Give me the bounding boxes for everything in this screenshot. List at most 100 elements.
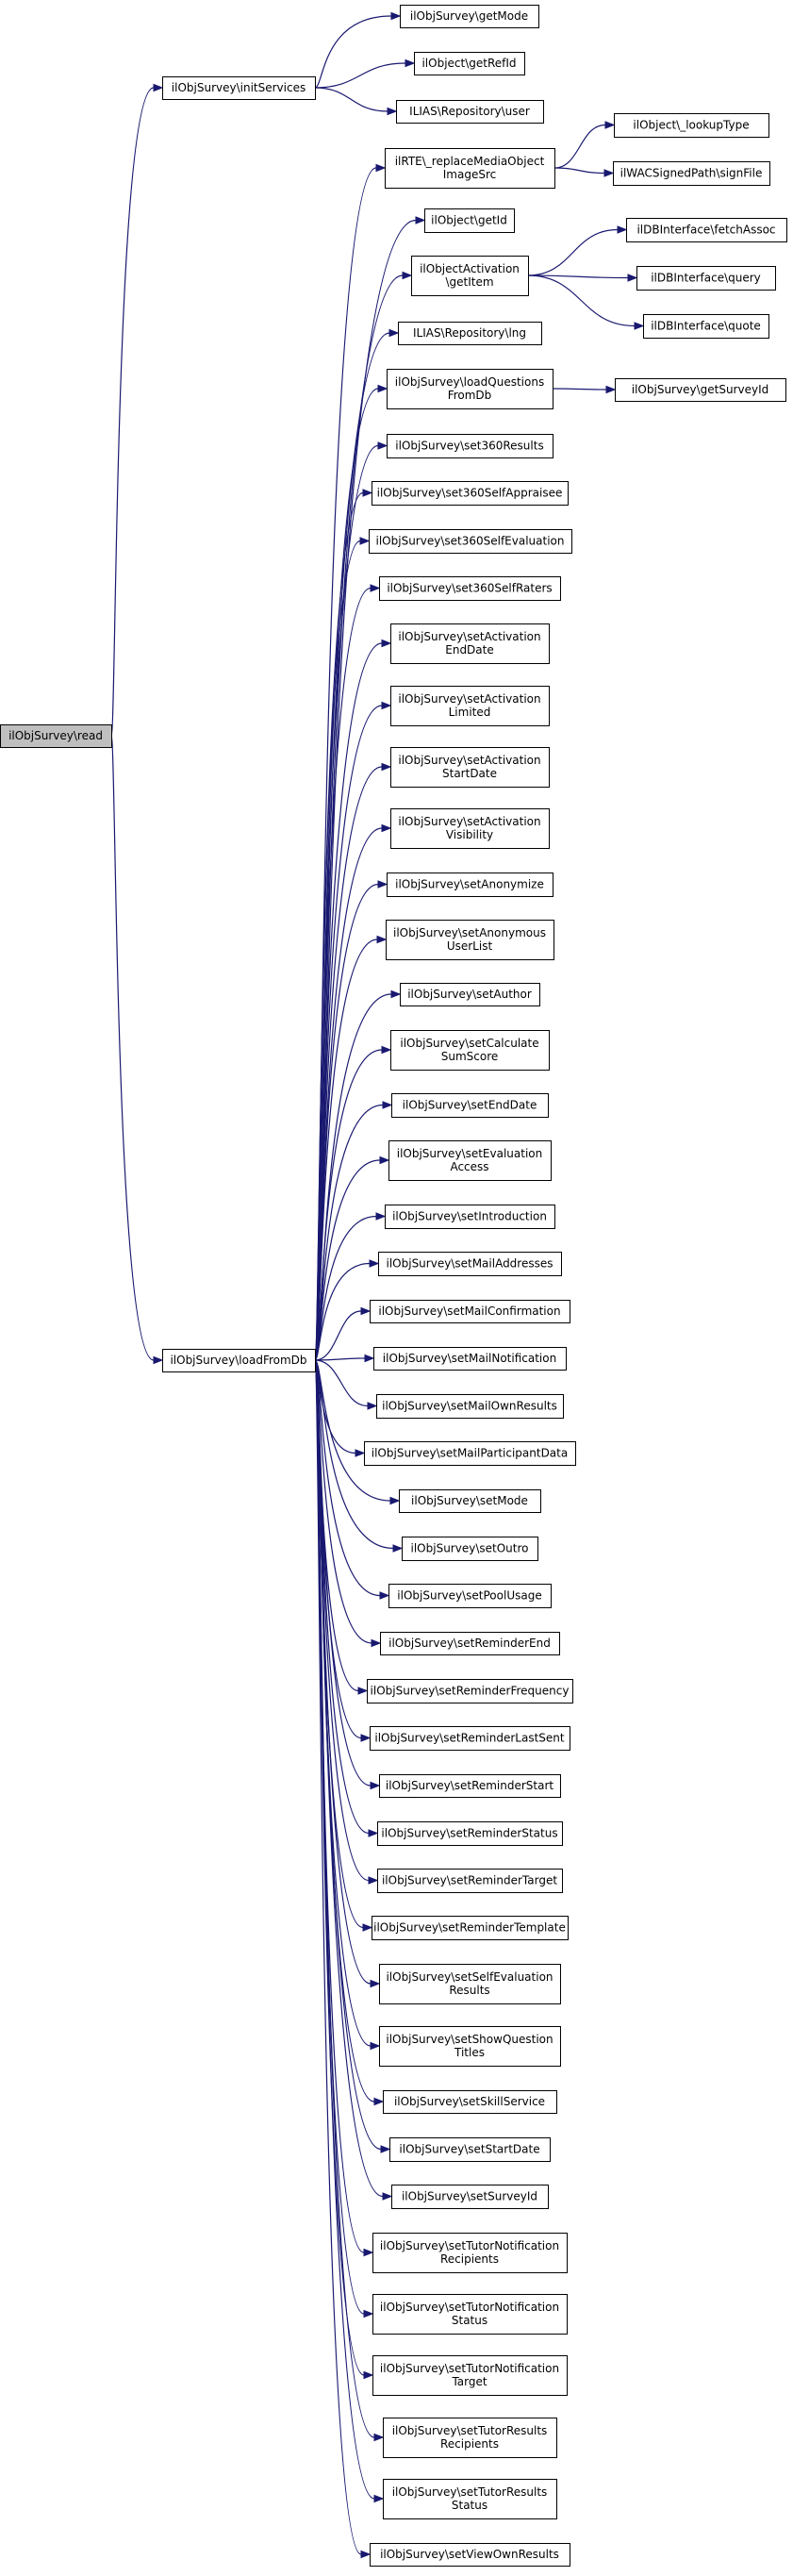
arrowhead-n5-n52 (363, 2248, 374, 2257)
node-ilobjsurvey-setreminderlastsent[interactable]: ilObjSurvey\setReminderLastSent (370, 1726, 570, 1751)
node-ilobjsurvey-setmailownresults[interactable]: ilObjSurvey\setMailOwnResults (376, 1394, 564, 1419)
node-box (414, 52, 525, 75)
node-label: ilObjSurvey\set360SelfRaters (387, 582, 552, 595)
node-ilobjsurvey-set360selfappraisee[interactable]: ilObjSurvey\set360SelfAppraisee (372, 481, 569, 506)
node-ilobjectactivation-getitem[interactable]: ilObjectActivation\getItem (411, 256, 529, 296)
node-ilobjsurvey-setremindertemplate[interactable]: ilObjSurvey\setReminderTemplate (372, 1916, 569, 1940)
node-label: ilObject\getRefId (421, 57, 516, 70)
node-ilobjsurvey-setreminderend[interactable]: ilObjSurvey\setReminderEnd (380, 1632, 560, 1655)
arrowhead-n5-n30 (379, 1155, 390, 1165)
node-ilobjsurvey-setsurveyid[interactable]: ilObjSurvey\setSurveyId (391, 2185, 549, 2209)
node-box (383, 2479, 557, 2519)
node-label: ilObjSurvey\setTutorNotification (380, 2301, 559, 2314)
arrowhead-n5-n28 (381, 1045, 392, 1055)
edge-n1-n4 (314, 87, 388, 112)
node-label: ilObjSurvey\setReminderStatus (381, 1827, 557, 1840)
node-label: ilObjSurvey\setTutorResults (392, 2424, 548, 2437)
node-ilobjsurvey-set360results[interactable]: ilObjSurvey\set360Results (387, 434, 553, 458)
node-ilobjsurvey-setremindertarget[interactable]: ilObjSurvey\setReminderTarget (377, 1869, 563, 1893)
node-label: UserList (447, 939, 493, 953)
node-ilobjsurvey-setpoolusage[interactable]: ilObjSurvey\setPoolUsage (388, 1584, 552, 1608)
node-ilobject-getrefid[interactable]: ilObject\getRefId (414, 52, 525, 75)
node-ilobjsurvey-read[interactable]: ilObjSurvey\read (0, 724, 112, 748)
node-ilobjsurvey-setmailaddresses[interactable]: ilObjSurvey\setMailAddresses (378, 1252, 562, 1276)
node-ilias-repository-lng[interactable]: ILIAS\Repository\lng (398, 322, 542, 345)
node-ilobjsurvey-setmailparticipantdata[interactable]: ilObjSurvey\setMailParticipantData (364, 1441, 576, 1466)
node-ilwacsignedpath-signfile[interactable]: ilWACSignedPath\signFile (613, 161, 770, 186)
node-ilobjsurvey-setmailnotification[interactable]: ilObjSurvey\setMailNotification (373, 1347, 567, 1371)
node-ilias-repository-user[interactable]: ILIAS\Repository\user (396, 100, 544, 124)
node-ilobjsurvey-setmailconfirmation[interactable]: ilObjSurvey\setMailConfirmation (370, 1300, 570, 1323)
arrowhead-n6-n8 (603, 169, 615, 177)
node-ilobjsurvey-settutornotificationrecipients[interactable]: ilObjSurvey\setTutorNotificationRecipien… (372, 2233, 568, 2273)
node-ilobjsurvey-initservices[interactable]: ilObjSurvey\initServices (162, 76, 316, 100)
node-ildbinterface-query[interactable]: ilDBInterface\query (636, 266, 776, 291)
node-label: Results (449, 1984, 489, 1997)
arrowhead-n5-n57 (360, 2550, 372, 2559)
node-ilobjsurvey-loadfromdb[interactable]: ilObjSurvey\loadFromDb (162, 1349, 316, 1372)
node-ildbinterface-quote[interactable]: ilDBInterface\quote (643, 314, 769, 339)
node-label: ImageSrc (443, 168, 496, 181)
node-ilobjsurvey-setoutro[interactable]: ilObjSurvey\setOutro (402, 1537, 538, 1561)
node-label: ILIAS\Repository\lng (413, 326, 526, 340)
node-ilobject-lookuptype[interactable]: ilObject\_lookupType (614, 113, 769, 138)
arrowhead-n5-n37 (389, 1496, 401, 1505)
node-ilobjsurvey-getsurveyid[interactable]: ilObjSurvey\getSurveyId (615, 378, 786, 402)
node-ilobjsurvey-getmode[interactable]: ilObjSurvey\getMode (400, 5, 539, 28)
edge-n15-n16 (552, 388, 607, 391)
edges-layer (110, 11, 645, 2559)
node-box (372, 2233, 568, 2273)
node-ilobjsurvey-setauthor[interactable]: ilObjSurvey\setAuthor (400, 983, 540, 1006)
node-ildbinterface-fetchassoc[interactable]: ilDBInterface\fetchAssoc (626, 218, 787, 242)
arrowhead-n5-n19 (359, 537, 371, 545)
node-ilobjsurvey-setmode[interactable]: ilObjSurvey\setMode (399, 1489, 541, 1513)
arrowhead-n5-n32 (369, 1259, 380, 1268)
node-box (162, 1349, 316, 1372)
node-label: ilObjSurvey\setReminderEnd (388, 1637, 551, 1650)
node-ilobjsurvey-setreminderstatus[interactable]: ilObjSurvey\setReminderStatus (377, 1821, 563, 1846)
edge-n6-n7 (553, 124, 606, 169)
node-label: ilObjSurvey\setAnonymize (395, 878, 544, 891)
edge-n1-n2 (314, 15, 392, 89)
node-ilobjsurvey-setreminderstart[interactable]: ilObjSurvey\setReminderStart (379, 1774, 561, 1798)
arrowhead-n5-n42 (360, 1734, 372, 1742)
edge-n5-n34 (314, 1357, 366, 1361)
node-ilobjsurvey-setviewownresults[interactable]: ilObjSurvey\setViewOwnResults (370, 2543, 570, 2567)
node-label: ilObjSurvey\set360SelfEvaluation (376, 535, 565, 548)
node-ilobject-getid[interactable]: ilObject\getId (424, 208, 515, 233)
node-ilobjsurvey-setintroduction[interactable]: ilObjSurvey\setIntroduction (385, 1205, 555, 1229)
node-ilobjsurvey-setanonymize[interactable]: ilObjSurvey\setAnonymize (387, 873, 553, 897)
node-ilobjsurvey-setskillservice[interactable]: ilObjSurvey\setSkillService (383, 2090, 557, 2114)
node-box (636, 266, 776, 291)
node-box (370, 1300, 570, 1323)
node-label: ilObjSurvey\setSkillService (394, 2095, 545, 2108)
arrowhead-n5-n49 (373, 2097, 385, 2106)
node-label: ilObjSurvey\setSelfEvaluation (386, 1970, 553, 1984)
node-ilobjsurvey-setstartdate[interactable]: ilObjSurvey\setStartDate (389, 2137, 551, 2162)
node-ilobjsurvey-setenddate[interactable]: ilObjSurvey\setEndDate (391, 1093, 549, 1118)
arrowhead-n5-n43 (370, 1781, 381, 1790)
arrowhead-n5-n18 (362, 489, 373, 497)
node-box (373, 1347, 567, 1371)
arrowhead-n5-n33 (360, 1306, 372, 1316)
arrowhead-n15-n16 (605, 385, 617, 394)
node-label: ilObjSurvey\setReminderTemplate (373, 1921, 566, 1935)
node-ilobjsurvey-set360selfevaluation[interactable]: ilObjSurvey\set360SelfEvaluation (369, 529, 572, 554)
node-ilobjsurvey-set360selfraters[interactable]: ilObjSurvey\set360SelfRaters (379, 576, 561, 601)
node-ilobjsurvey-setreminderfrequency[interactable]: ilObjSurvey\setReminderFrequency (367, 1679, 573, 1703)
